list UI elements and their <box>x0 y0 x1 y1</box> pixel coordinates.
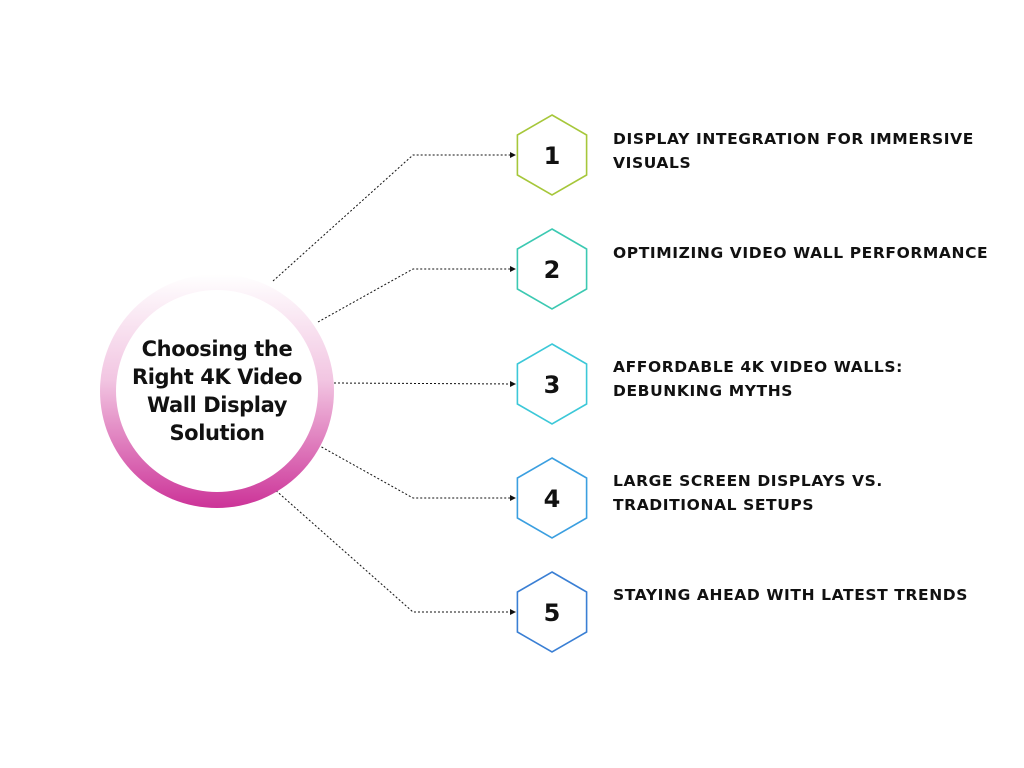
connector-3 <box>333 380 516 387</box>
hexagon-shape-4 <box>516 457 588 539</box>
hexagon-number-3: 3 <box>544 371 561 399</box>
connector-2 <box>317 266 516 323</box>
hexagon-shape-1 <box>516 114 588 196</box>
center-circle <box>100 274 334 508</box>
connectors <box>272 152 516 615</box>
hexagon-number-1: 1 <box>544 142 561 170</box>
hexagon-number-5: 5 <box>544 599 561 627</box>
item-label-5: STAYING AHEAD WITH LATEST TRENDS <box>613 586 969 604</box>
item-label-2: OPTIMIZING VIDEO WALL PERFORMANCE <box>613 244 989 262</box>
center-title: Choosing the Right 4K Video Wall Display… <box>131 337 303 445</box>
hexagon-3: 3 <box>516 343 588 425</box>
hexagon-number-2: 2 <box>544 256 561 284</box>
center-inner-circle <box>116 290 318 492</box>
hexagon-1: 1 <box>516 114 588 196</box>
connector-4 <box>317 444 516 501</box>
hexagon-2: 2 <box>516 228 588 310</box>
hexagon-4: 4 <box>516 457 588 539</box>
item-label-3: AFFORDABLE 4K VIDEO WALLS: DEBUNKING MYT… <box>613 358 903 400</box>
hexagon-shape-2 <box>516 228 588 310</box>
item-label-1: DISPLAY INTEGRATION FOR IMMERSIVE VISUAL… <box>613 130 974 172</box>
connector-1 <box>272 152 516 282</box>
hexagon-shape-3 <box>516 343 588 425</box>
hexagons: 1 2 3 4 5 <box>516 114 588 653</box>
center-title-container: Choosing the Right 4K Video Wall Display… <box>100 282 334 500</box>
connector-5 <box>272 487 516 615</box>
item-label-4: LARGE SCREEN DISPLAYS VS. TRADITIONAL SE… <box>613 472 883 514</box>
hexagon-shape-5 <box>516 571 588 653</box>
hexagon-5: 5 <box>516 571 588 653</box>
hexagon-number-4: 4 <box>544 485 561 513</box>
